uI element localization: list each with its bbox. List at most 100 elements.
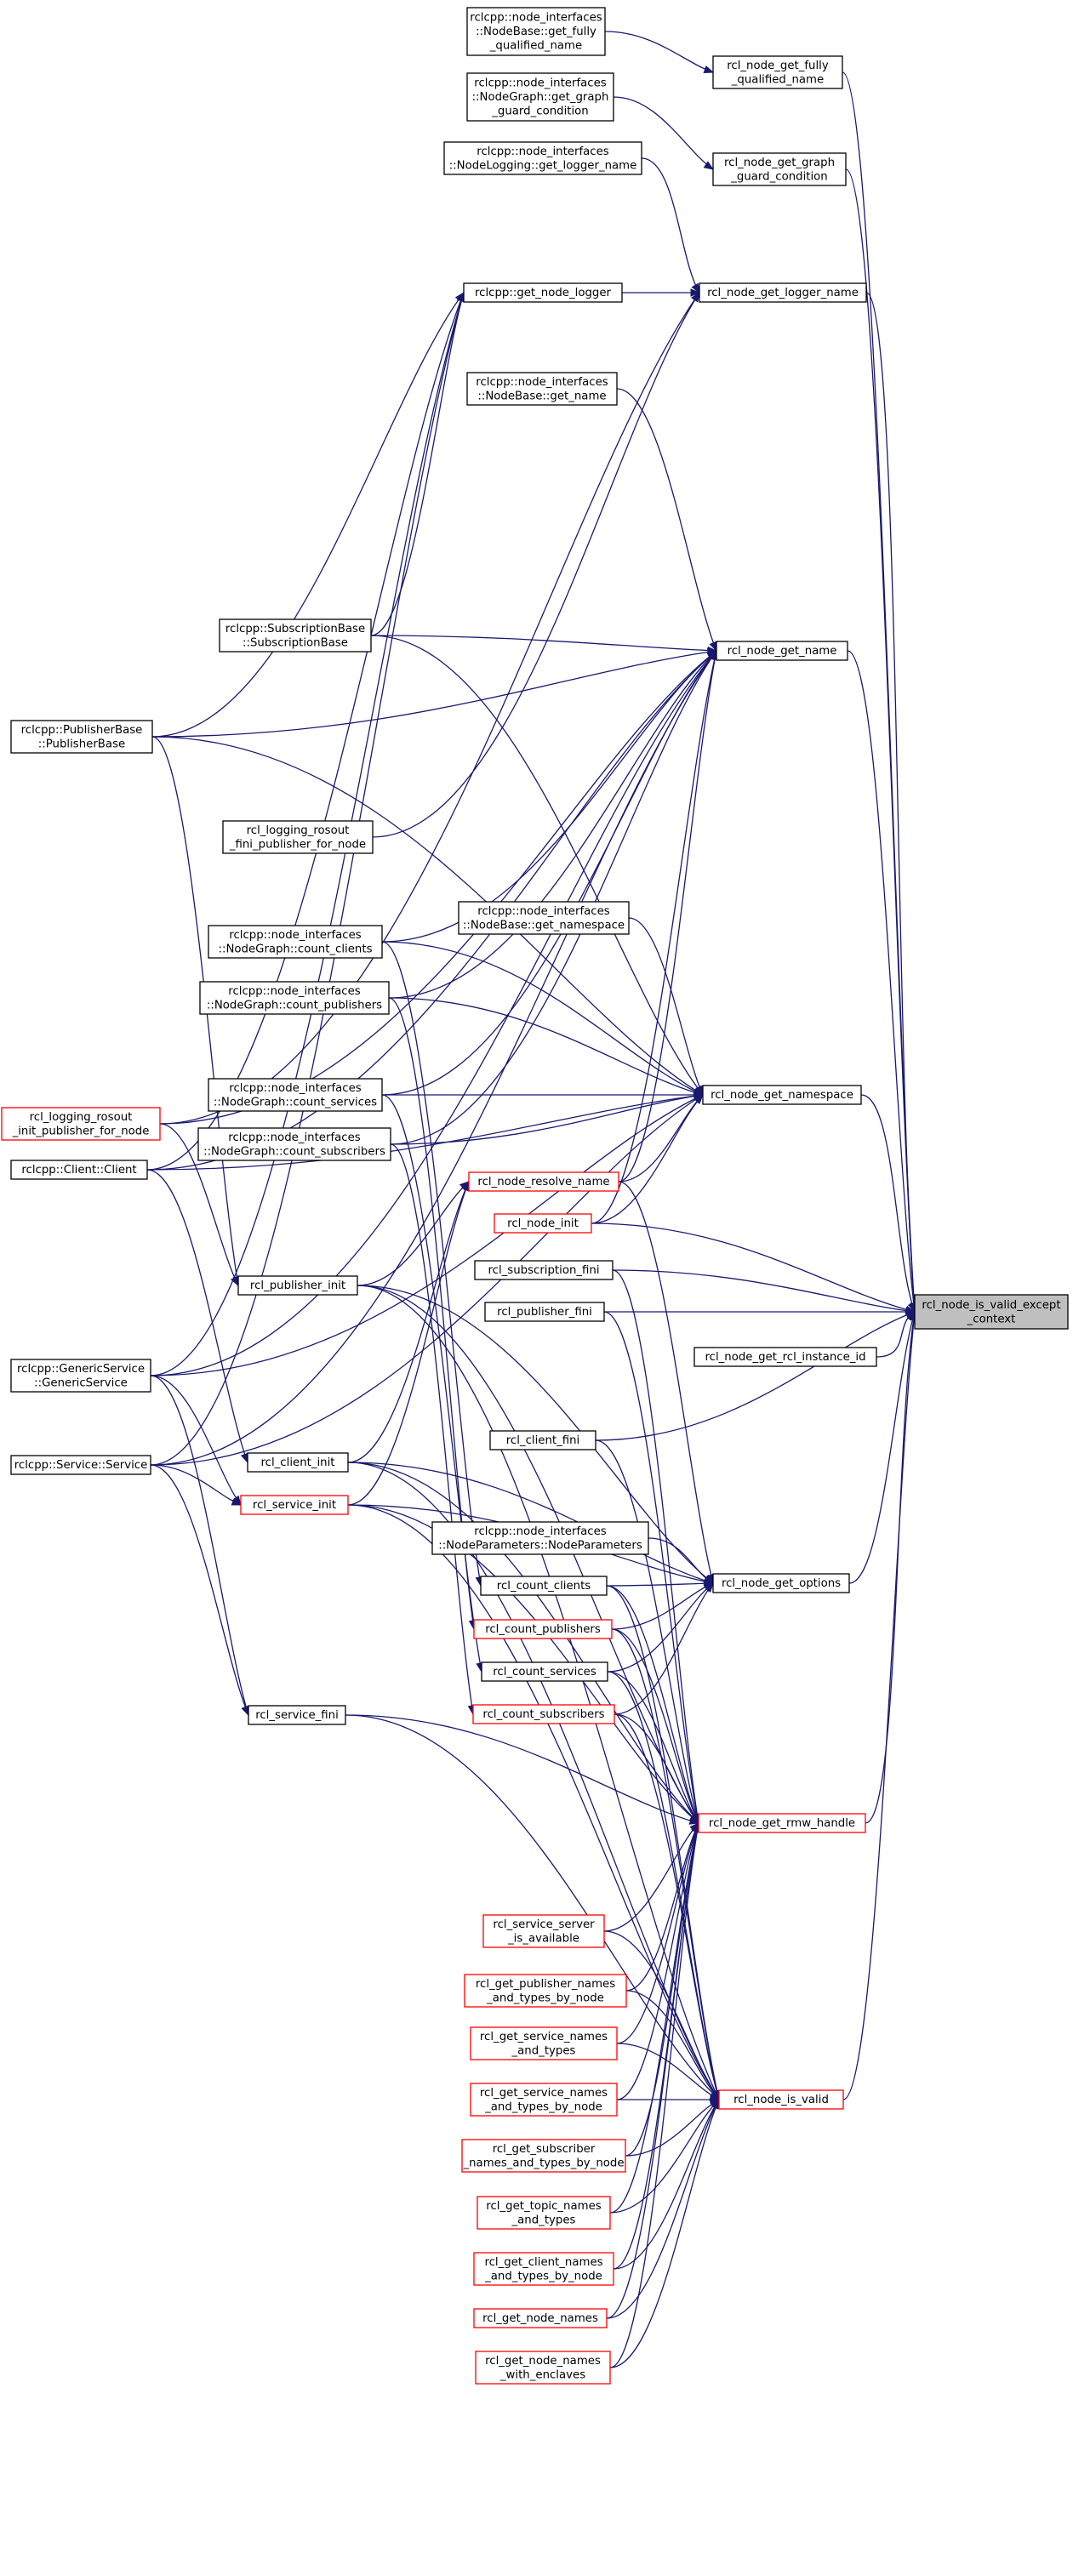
call-edge-ng_cp-to-name <box>388 650 717 999</box>
node-label-line: rclcpp::node_interfaces <box>477 145 608 158</box>
node-pubbase[interactable]: rclcpp::PublisherBase::PublisherBase <box>10 720 153 754</box>
node-client-nt[interactable]: rcl_get_client_names_and_types_by_node <box>473 2252 614 2286</box>
node-np-np[interactable]: rclcpp::node_interfaces::NodeParameters:… <box>431 1521 649 1555</box>
call-edge-cnt_subs-to-isvalid <box>614 1713 720 2100</box>
call-edge-cnt_clients-to-rmw <box>606 1585 699 1824</box>
node-client[interactable]: rclcpp::Client::Client <box>10 1160 148 1180</box>
node-box <box>482 1914 605 1948</box>
node-node-init[interactable]: rcl_node_init <box>494 1213 592 1234</box>
node-label-line: rcl_service_server <box>493 1918 595 1931</box>
node-box <box>698 1813 866 1833</box>
call-edge-node_names_enc-to-isvalid <box>609 2099 720 2368</box>
node-ng-cs[interactable]: rclcpp::node_interfaces::NodeGraph::coun… <box>208 1078 383 1112</box>
node-box <box>473 2252 614 2286</box>
node-genericsvc[interactable]: rclcpp::GenericService::GenericService <box>10 1359 151 1393</box>
node-label-line: rcl_get_subscriber <box>493 2143 596 2156</box>
node-ns[interactable]: rcl_node_get_namespace <box>702 1085 862 1105</box>
node-nb-name[interactable]: rclcpp::node_interfaces::NodeBase::get_n… <box>466 372 618 406</box>
node-label-line: rcl_publisher_fini <box>497 1306 592 1319</box>
node-box <box>494 1213 592 1234</box>
node-label-line: rcl_get_client_names <box>484 2256 602 2269</box>
node-label-line: rclcpp::node_interfaces <box>474 1525 606 1538</box>
call-edge-cnt_clients-to-options <box>606 1582 714 1587</box>
call-edge-nb_name-to-name <box>616 388 717 652</box>
node-svc-fini[interactable]: rcl_service_fini <box>248 1705 346 1725</box>
node-fqn[interactable]: rcl_node_get_fully_qualified_name <box>712 55 843 89</box>
node-nb-fqn[interactable]: rclcpp::node_interfaces::NodeBase::get_f… <box>466 7 606 56</box>
call-edge-pub_nt-to-isvalid <box>625 1990 720 2100</box>
node-box <box>484 1302 605 1322</box>
node-box <box>474 1260 614 1280</box>
node-label-line: _guard_condition <box>491 105 588 118</box>
node-label-line: rclcpp::node_interfaces <box>229 929 361 942</box>
call-edge-node_names-to-isvalid <box>606 2099 720 2319</box>
node-cnt-subs[interactable]: rcl_count_subscribers <box>472 1704 615 1724</box>
arrowhead <box>704 1582 714 1593</box>
node-ng-csub[interactable]: rclcpp::node_interfaces::NodeGraph::coun… <box>197 1127 391 1161</box>
node-instid[interactable]: rcl_node_get_rcl_instance_id <box>693 1347 877 1367</box>
node-rosout-init[interactable]: rcl_logging_rosout_init_publisher_for_no… <box>1 1107 161 1141</box>
node-box <box>208 1078 383 1112</box>
node-client-fini[interactable]: rcl_client_fini <box>489 1430 596 1450</box>
node-node-names[interactable]: rcl_get_node_names <box>473 2308 608 2328</box>
node-client-init[interactable]: rcl_client_init <box>247 1452 349 1473</box>
node-box <box>237 1275 358 1296</box>
call-edge-sub_fini-to-rmw <box>612 1269 699 1824</box>
node-pub-fini[interactable]: rcl_publisher_fini <box>484 1302 605 1322</box>
node-root[interactable]: rcl_node_is_valid_except_context <box>914 1294 1069 1330</box>
node-subbase[interactable]: rclcpp::SubscriptionBase::SubscriptionBa… <box>219 618 372 653</box>
node-ng-ggc[interactable]: rclcpp::node_interfaces::NodeGraph::get_… <box>466 72 614 122</box>
call-edge-ng_csub-to-cnt_subs <box>390 1143 474 1715</box>
call-edge-client_nt-to-isvalid <box>613 2099 720 2270</box>
node-box <box>240 1495 349 1515</box>
node-label-line: rcl_node_resolve_name <box>477 1176 609 1188</box>
node-topic-nt[interactable]: rcl_get_topic_names_and_types <box>477 2196 611 2230</box>
call-edge-ng_cs-to-cnt_svcs <box>381 1094 482 1673</box>
node-options[interactable]: rcl_node_get_options <box>712 1573 850 1593</box>
call-edge-ns-to-root <box>860 1094 916 1313</box>
node-label-line: rcl_node_is_valid <box>733 2094 829 2106</box>
node-box <box>477 2196 611 2230</box>
node-service[interactable]: rclcpp::Service::Service <box>10 1455 151 1475</box>
node-cnt-svcs[interactable]: rcl_count_services <box>481 1661 608 1682</box>
node-ggc[interactable]: rcl_node_get_graph_guard_condition <box>712 152 847 186</box>
node-box <box>10 720 153 754</box>
call-edge-pub_init-to-rmw <box>357 1285 699 1824</box>
node-rmw[interactable]: rcl_node_get_rmw_handle <box>698 1813 866 1833</box>
node-label-line: ::NodeGraph::count_services <box>214 1096 377 1108</box>
call-edge-subbase-to-ns <box>370 635 704 1096</box>
call-edge-nb_ns-to-ns <box>628 917 704 1096</box>
node-node-names-enc[interactable]: rcl_get_node_names_with_enclaves <box>475 2351 611 2385</box>
node-svc-init[interactable]: rcl_service_init <box>240 1495 349 1515</box>
node-svc-avail[interactable]: rcl_service_server_is_available <box>482 1914 605 1948</box>
node-logger[interactable]: rcl_node_get_logger_name <box>699 282 867 303</box>
call-edge-genericsvc-to-name <box>150 650 717 1376</box>
node-pub-nt[interactable]: rcl_get_publisher_names_and_types_by_nod… <box>464 1974 627 2008</box>
node-isvalid[interactable]: rcl_node_is_valid <box>718 2089 844 2110</box>
node-nb-ns[interactable]: rclcpp::node_interfaces::NodeBase::get_n… <box>458 901 630 935</box>
node-get-node-logger[interactable]: rclcpp::get_node_logger <box>463 282 623 303</box>
node-ng-cp[interactable]: rclcpp::node_interfaces::NodeGraph::coun… <box>199 981 390 1015</box>
call-edge-options-to-root <box>848 1311 916 1584</box>
node-ng-cc[interactable]: rclcpp::node_interfaces::NodeGraph::coun… <box>208 925 383 959</box>
node-resolve[interactable]: rcl_node_resolve_name <box>468 1171 619 1192</box>
arrowhead <box>703 161 715 170</box>
call-edge-svc_fini-to-isvalid <box>345 1714 720 2100</box>
node-label-line: rcl_service_fini <box>255 1709 339 1722</box>
node-svc-ntn[interactable]: rcl_get_service_names_and_types_by_node <box>470 2083 618 2117</box>
node-cnt-pubs[interactable]: rcl_count_publishers <box>473 1619 613 1639</box>
node-nl-logger[interactable]: rclcpp::node_interfaces::NodeLogging::ge… <box>443 141 642 175</box>
call-edge-ng_cp-to-ns <box>388 997 704 1096</box>
node-pub-init[interactable]: rcl_publisher_init <box>237 1275 358 1296</box>
node-sub-fini[interactable]: rcl_subscription_fini <box>474 1260 614 1280</box>
node-svc-nt[interactable]: rcl_get_service_names_and_types <box>470 2026 618 2060</box>
node-box <box>468 1171 619 1192</box>
node-box <box>222 820 374 854</box>
node-sub-nt[interactable]: rcl_get_subscriber_names_and_types_by_no… <box>461 2139 626 2173</box>
node-box <box>718 2089 844 2110</box>
node-rosout-fini[interactable]: rcl_logging_rosout_fini_publisher_for_no… <box>222 820 374 854</box>
node-cnt-clients[interactable]: rcl_count_clients <box>480 1576 608 1596</box>
node-name[interactable]: rcl_node_get_name <box>716 641 848 661</box>
node-label-line: _guard_condition <box>730 170 827 183</box>
